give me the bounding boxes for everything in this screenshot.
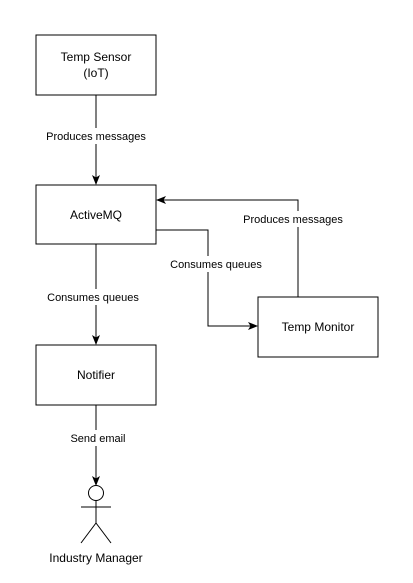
stick-figure-icon	[80, 485, 112, 544]
edge-label-sensor-to-mq: Produces messages	[46, 131, 146, 143]
node-temp-sensor-label: Temp Sensor	[61, 50, 132, 64]
node-temp-sensor: Temp Sensor (IoT)	[35, 34, 157, 96]
node-temp-monitor: Temp Monitor	[257, 296, 379, 358]
node-activemq-label: ActiveMQ	[70, 208, 122, 222]
edge-mq-to-monitor	[156, 229, 258, 330]
edge-label-notifier-to-manager-group: Send email	[68, 430, 128, 446]
node-activemq: ActiveMQ	[35, 184, 157, 245]
edge-label-monitor-to-mq: Produces messages	[243, 214, 343, 226]
edge-label-mq-to-notifier-group: Consumes queues	[44, 289, 148, 305]
edge-label-mq-to-notifier: Consumes queues	[47, 292, 139, 304]
node-notifier-label: Notifier	[77, 368, 115, 382]
actor-industry-manager: Industry Manager	[49, 485, 143, 565]
edge-label-sensor-to-mq-group: Produces messages	[44, 128, 148, 144]
node-temp-monitor-label: Temp Monitor	[282, 320, 355, 334]
edge-label-mq-to-monitor-group: Consumes queues	[168, 256, 264, 272]
edge-label-notifier-to-manager: Send email	[70, 433, 125, 445]
edge-label-mq-to-monitor: Consumes queues	[170, 259, 262, 271]
edge-monitor-to-mq	[156, 196, 299, 297]
edge-label-monitor-to-mq-group: Produces messages	[240, 211, 346, 227]
node-notifier: Notifier	[35, 344, 157, 406]
actor-industry-manager-label: Industry Manager	[49, 551, 142, 565]
node-temp-sensor-sublabel: (IoT)	[83, 66, 108, 80]
